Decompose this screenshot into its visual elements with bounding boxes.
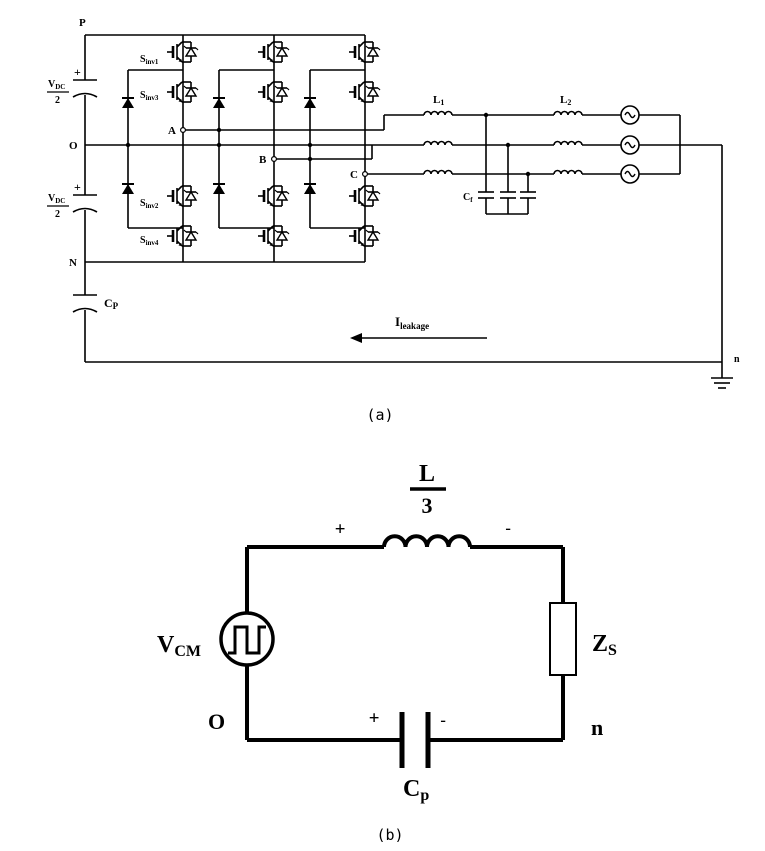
label-vcm: VCM [157, 632, 201, 660]
leakage-current-arrow [350, 333, 487, 343]
label-sinv2: Sinv2 [140, 198, 159, 210]
grid-source-icon [620, 105, 640, 184]
diagram-b: L 3 + - VCM ZS O n + - Cp (b) [157, 461, 617, 844]
label-sinv3: Sinv3 [140, 90, 159, 102]
label-plus-top: + [335, 519, 345, 539]
label-vdc-lower: + VDC 2 [47, 180, 81, 220]
label-cp-b: Cp [403, 776, 429, 804]
label-node-n-b: n [591, 715, 603, 740]
parasitic-capacitor-cp [72, 294, 98, 313]
label-node-a: A [168, 125, 176, 137]
label-node-n-ground: n [734, 354, 740, 365]
label-node-o-b: O [208, 709, 225, 734]
label-l-numerator: L [419, 461, 435, 487]
label-minus-top: - [503, 519, 513, 539]
svg-text:+: + [74, 180, 81, 194]
caption-b: (b) [376, 826, 403, 844]
phase-c-output [362, 171, 424, 178]
label-plus-bottom: + [369, 708, 379, 728]
label-node-o: O [69, 140, 78, 152]
inductor-l2 [553, 110, 583, 175]
label-node-p: P [79, 17, 86, 29]
svg-text:+: + [74, 65, 81, 79]
label-node-c: C [350, 169, 358, 181]
label-node-n: N [69, 257, 77, 269]
label-node-b: B [259, 154, 267, 166]
diagram-a: P O N A B C n + VDC 2 + VDC 2 Sinv1 Sinv… [47, 17, 740, 424]
svg-text:2: 2 [55, 209, 60, 220]
phase-a-output [180, 114, 424, 133]
svg-text:VDC: VDC [48, 193, 65, 205]
label-sinv1: Sinv1 [140, 54, 159, 66]
leg-a [121, 35, 200, 262]
label-minus-bottom: - [438, 711, 448, 731]
label-l2: L2 [560, 94, 571, 107]
label-zs: ZS [592, 631, 617, 659]
leg-c [303, 35, 382, 262]
inductor-l1 [423, 110, 453, 175]
label-cf: Cf [463, 192, 473, 204]
inductor-l3 [382, 534, 472, 548]
filter-capacitor-cf [478, 112, 536, 215]
label-sinv4: Sinv4 [140, 235, 159, 247]
caption-a: (a) [366, 406, 393, 424]
square-wave-source-icon [219, 611, 275, 667]
dc-capacitor-lower [72, 194, 98, 213]
leg-b [212, 35, 291, 262]
label-l-denominator: 3 [422, 493, 433, 518]
dc-capacitor-upper [72, 79, 98, 98]
svg-text:2: 2 [55, 95, 60, 106]
svg-text:VDC: VDC [48, 79, 65, 91]
label-vdc-upper: + VDC 2 [47, 65, 81, 106]
label-i-leakage: Ileakage [395, 314, 429, 331]
phase-b-output [271, 144, 424, 163]
label-cp-a: CP [104, 296, 119, 311]
label-l1: L1 [433, 94, 444, 107]
impedance-zs [549, 602, 577, 676]
ground-icon [711, 377, 733, 389]
capacitor-cp [399, 712, 431, 768]
